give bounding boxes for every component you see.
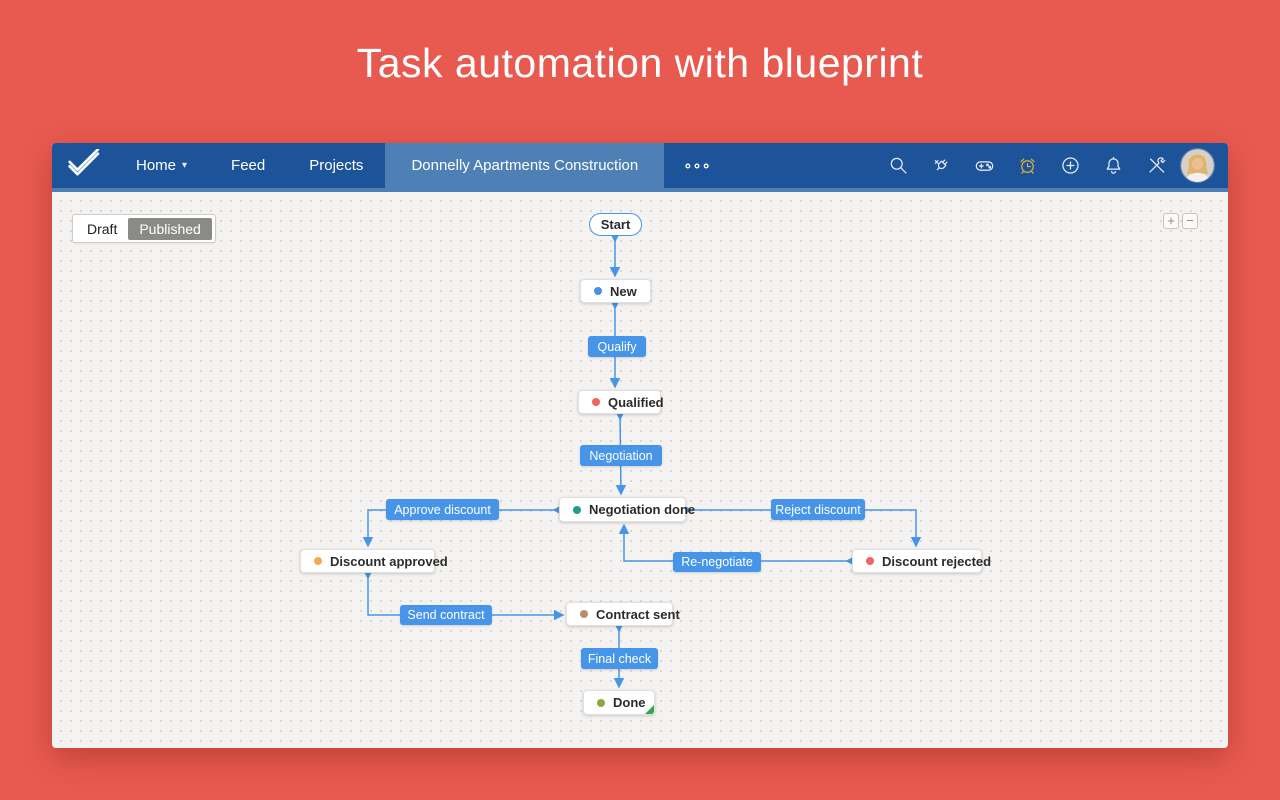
zoho-projects-logo[interactable] bbox=[52, 143, 114, 188]
state-negotiation-done[interactable]: Negotiation done bbox=[559, 497, 695, 522]
navbar-menu: Home▾ Feed Projects bbox=[114, 143, 385, 188]
status-dot bbox=[314, 557, 322, 565]
state-label: Negotiation done bbox=[589, 502, 696, 517]
connector-discount-approved-to-contract-sent bbox=[363, 571, 565, 621]
transition-reject-discount[interactable]: Reject discount bbox=[771, 499, 865, 520]
transition-qualify[interactable]: Qualify bbox=[588, 336, 646, 357]
status-dot bbox=[597, 698, 605, 707]
nav-item-projects[interactable]: Projects bbox=[309, 157, 364, 174]
more-icon[interactable] bbox=[664, 143, 730, 188]
state-new[interactable]: New bbox=[580, 279, 651, 303]
status-dot bbox=[592, 398, 600, 406]
state-label: Start bbox=[600, 217, 631, 232]
state-label: Discount rejected bbox=[882, 553, 992, 569]
draft-button[interactable]: Draft bbox=[87, 220, 118, 237]
state-done[interactable]: Done bbox=[583, 690, 655, 715]
state-discount-rejected[interactable]: Discount rejected bbox=[852, 549, 991, 573]
nav-item-home[interactable]: Home▾ bbox=[136, 157, 188, 174]
state-label: Done bbox=[613, 695, 646, 710]
transition-negotiation[interactable]: Negotiation bbox=[580, 445, 662, 466]
user-avatar[interactable] bbox=[1181, 149, 1214, 182]
navbar-icons bbox=[887, 143, 1181, 188]
status-dot bbox=[573, 505, 581, 514]
published-button[interactable]: Published bbox=[128, 217, 212, 240]
zoom-out-button[interactable]: − bbox=[1182, 213, 1198, 229]
search-icon[interactable] bbox=[887, 155, 909, 177]
navbar: Home▾ Feed Projects Donnelly Apartments Co… bbox=[52, 143, 1228, 188]
state-label: Qualified bbox=[608, 394, 664, 410]
tools-icon[interactable] bbox=[1145, 155, 1167, 177]
gamepad-icon[interactable] bbox=[973, 155, 995, 177]
transition-approve-discount[interactable]: Approve discount bbox=[386, 499, 499, 520]
state-discount-approved[interactable]: Discount approved bbox=[300, 549, 448, 573]
state-start[interactable]: Start bbox=[589, 213, 642, 236]
nav-item-feed[interactable]: Feed bbox=[231, 157, 266, 174]
status-dot bbox=[866, 557, 874, 565]
plug-icon[interactable] bbox=[930, 155, 952, 177]
status-dot bbox=[580, 610, 588, 618]
state-label: Discount approved bbox=[330, 553, 448, 569]
caret-down-icon: ▾ bbox=[182, 160, 188, 171]
app-window: Home▾ Feed Projects Donnelly Apartments Co… bbox=[52, 143, 1228, 748]
alarm-clock-icon[interactable] bbox=[1016, 155, 1038, 177]
transition-re-negotiate[interactable]: Re-negotiate bbox=[673, 552, 761, 572]
connector-negotiation-done-to-discount-rejected bbox=[684, 505, 922, 548]
plus-circle-icon[interactable] bbox=[1059, 155, 1081, 177]
zoom-controls: + − bbox=[1163, 213, 1198, 229]
page-title: Task automation with blueprint bbox=[356, 40, 924, 86]
transition-final-check[interactable]: Final check bbox=[581, 648, 658, 669]
state-label: Contract sent bbox=[596, 606, 680, 622]
zoom-in-button[interactable]: + bbox=[1163, 213, 1179, 229]
state-contract-sent[interactable]: Contract sent bbox=[566, 602, 680, 626]
connector-discount-rejected-to-negotiation-done bbox=[618, 523, 854, 566]
tab-project[interactable]: Donnelly Apartments Construction bbox=[385, 143, 665, 188]
bell-icon[interactable] bbox=[1102, 155, 1124, 177]
navbar-strip bbox=[52, 188, 1228, 192]
state-label: New bbox=[610, 283, 637, 299]
mode-toggle: Draft Published bbox=[72, 214, 216, 243]
status-dot bbox=[594, 287, 602, 295]
end-state-corner bbox=[645, 705, 654, 714]
transition-send-contract[interactable]: Send contract bbox=[400, 605, 492, 625]
state-qualified[interactable]: Qualified bbox=[578, 390, 664, 414]
